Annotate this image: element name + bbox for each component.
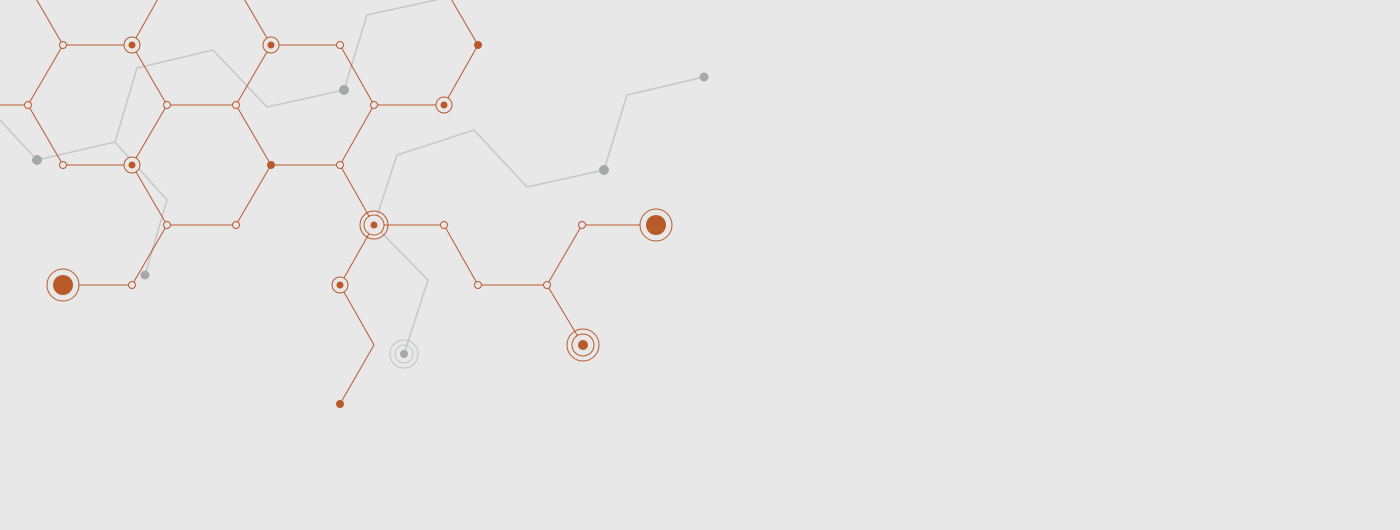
hexagon-bond-line [131, 0, 158, 46]
hexagon-joint-node [24, 101, 32, 109]
gray-target-center [400, 350, 408, 358]
large-node-dot [646, 215, 666, 235]
target-center-dot [370, 221, 378, 229]
ringed-node-dot [336, 281, 344, 289]
hexagon-bond-line [339, 104, 375, 166]
target-center-dot [578, 340, 588, 350]
hexagon-bond-line [235, 44, 272, 106]
hexagon-joint-node [543, 281, 551, 289]
gray-target-ring [394, 344, 414, 364]
hexagon-bond-line [131, 104, 168, 166]
hexagon-joint-node [232, 101, 240, 109]
hexagon-bond-line [339, 284, 375, 346]
ringed-node-dot [128, 161, 136, 169]
hexagon-joint-node [163, 101, 171, 109]
hexagon-bond-line [244, 0, 272, 46]
solid-node-dot [474, 41, 482, 49]
hexagon-bond-line [339, 344, 375, 405]
gray-node-dot [599, 165, 609, 175]
hexagon-joint-node [128, 281, 136, 289]
hexagon-joint-node [232, 221, 240, 229]
hexagon-joint-node [336, 41, 344, 49]
hexagon-bond-line [131, 224, 168, 286]
hexagon-bond-line [339, 164, 375, 226]
hexagon-bond-line [27, 104, 64, 166]
hexagon-bond-line [546, 284, 584, 346]
hexagon-bond-line [339, 44, 375, 106]
hexagon-bond-line [443, 224, 479, 286]
solid-node-dot [267, 161, 275, 169]
ringed-node-dot [128, 41, 136, 49]
hexagon-bond-line [443, 44, 479, 106]
hexagon-bond-line [27, 44, 64, 106]
hexagon-joint-node [59, 161, 67, 169]
hexagon-bond-line [131, 164, 168, 226]
gray-target-ring [389, 339, 419, 369]
hexagon-bond-line [339, 224, 375, 286]
gray-connector-line [114, 141, 168, 276]
large-node-dot [53, 275, 73, 295]
ringed-node-dot [267, 41, 275, 49]
hexagon-bond-line [451, 0, 479, 46]
hexagon-bond-line [36, 0, 64, 46]
hexagon-joint-node [59, 41, 67, 49]
hexagon-joint-node [370, 101, 378, 109]
hexagon-joint-node [474, 281, 482, 289]
hexagon-bond-line [235, 164, 272, 226]
hexagon-bond-line [235, 104, 272, 166]
gray-connector-line [0, 0, 440, 161]
gray-node-dot [32, 155, 42, 165]
hexagon-joint-node [336, 161, 344, 169]
gray-node-dot [140, 270, 150, 280]
solid-node-dot [336, 400, 344, 408]
gray-node-dot [339, 85, 349, 95]
hexagon-bond-line [131, 44, 168, 106]
target-ring-outer [359, 210, 389, 240]
ringed-node-dot [440, 101, 448, 109]
gray-node-dot [699, 72, 709, 82]
hexagon-joint-node [440, 221, 448, 229]
hexagon-bond-line [546, 224, 583, 286]
gray-line-layer [0, 0, 709, 369]
orange-hexagon-layer [0, 0, 673, 408]
gray-connector-line [373, 224, 429, 355]
hexagon-joint-node [163, 221, 171, 229]
target-ring-outer [566, 328, 600, 362]
hexagon-joint-node [578, 221, 586, 229]
gray-connector-line [373, 76, 705, 226]
